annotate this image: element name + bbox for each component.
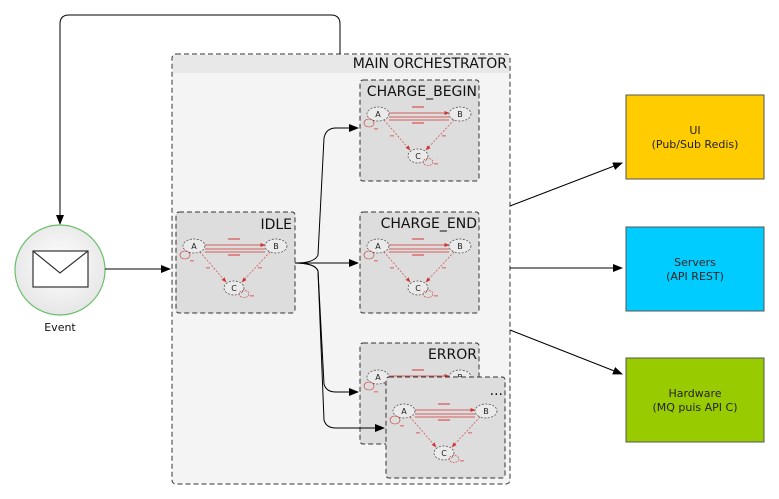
arrow-to-charge-begin	[294, 124, 359, 264]
orchestrator-title: MAIN ORCHESTRATOR	[353, 56, 508, 72]
target-servers-title: Servers	[674, 256, 716, 269]
arrow-to-more	[294, 262, 385, 432]
arrow-to-hardware	[509, 329, 623, 375]
idle-transitions	[294, 124, 385, 432]
loop-arrow	[56, 14, 341, 225]
target-hardware: Hardware (MQ puis API C)	[625, 357, 765, 443]
target-hardware-title: Hardware	[668, 387, 721, 400]
event-label: Event	[44, 321, 76, 334]
event-node: Event	[14, 224, 106, 334]
target-servers-subtitle: (API REST)	[666, 270, 724, 283]
state-error-label: ERROR	[428, 347, 477, 363]
target-hardware-subtitle: (MQ puis API C)	[652, 401, 737, 414]
envelope-icon	[32, 250, 89, 288]
state-idle-label: IDLE	[260, 217, 292, 233]
state-charge-begin: CHARGE_BEGIN	[359, 79, 480, 182]
arrow-to-ui	[509, 162, 623, 207]
output-arrows	[509, 162, 623, 375]
state-idle: IDLE	[175, 211, 296, 314]
target-ui-subtitle: (Pub/Sub Redis)	[652, 138, 739, 151]
target-ui: UI (Pub/Sub Redis)	[625, 94, 765, 180]
state-charge-end: CHARGE_END	[359, 211, 480, 314]
target-ui-title: UI	[689, 124, 700, 137]
state-more-label: ...	[490, 383, 503, 399]
state-charge-end-label: CHARGE_END	[381, 216, 477, 232]
state-charge-begin-label: CHARGE_BEGIN	[367, 84, 477, 100]
state-more: ...	[385, 376, 506, 479]
target-servers: Servers (API REST)	[625, 226, 765, 312]
